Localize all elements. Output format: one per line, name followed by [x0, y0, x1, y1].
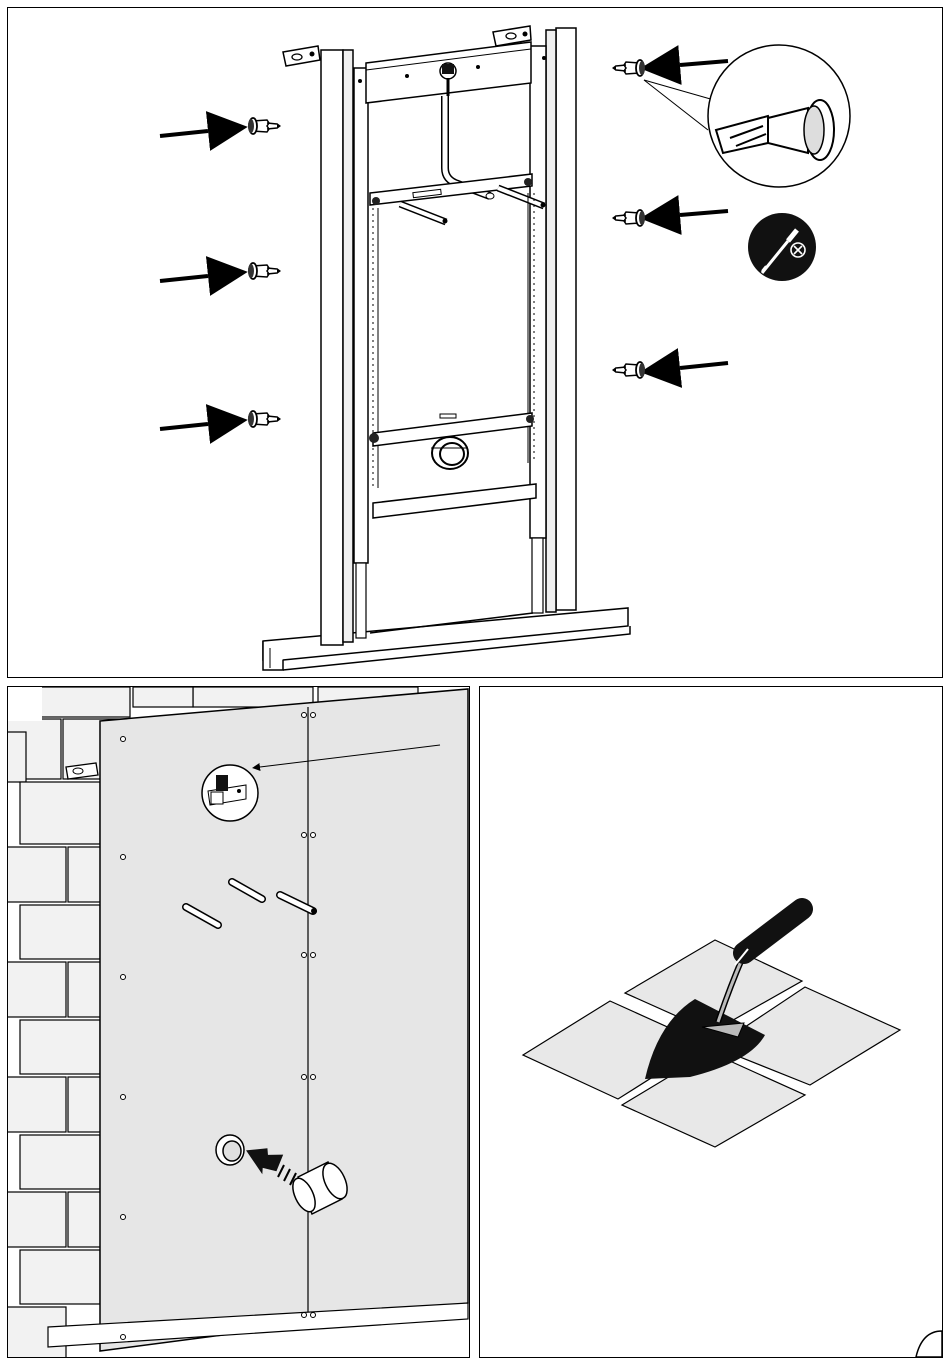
arrow-icon — [160, 131, 208, 136]
screw-icon — [612, 362, 645, 378]
arrow-icon — [160, 276, 208, 281]
corner-mask — [8, 687, 42, 721]
arrow-icon — [680, 363, 728, 368]
floor-rail — [263, 608, 630, 670]
tiling-illustration — [480, 687, 943, 1358]
screw-icon — [612, 210, 645, 226]
left-upright — [283, 46, 368, 645]
screw-icon — [248, 118, 281, 134]
arrow-icon — [680, 61, 728, 65]
step-panel-tiling — [479, 686, 943, 1358]
frame-mounting-illustration — [8, 8, 943, 678]
step-panel-cover-board — [7, 686, 470, 1358]
screw-icon — [248, 263, 281, 279]
arrow-icon — [680, 211, 728, 215]
screwdriver-prohibited-icon — [748, 213, 816, 281]
top-crossbar — [366, 42, 531, 103]
cover-board-illustration — [8, 687, 470, 1358]
step-panel-mount-frame — [7, 7, 943, 678]
arrow-icon — [160, 424, 208, 429]
drill-bit-detail — [644, 45, 850, 187]
screw-icon — [612, 60, 645, 76]
screw-icon — [248, 411, 281, 427]
lower-crossbar — [369, 413, 536, 633]
page-corner-tab — [902, 1317, 942, 1357]
left-anchors — [160, 118, 281, 429]
